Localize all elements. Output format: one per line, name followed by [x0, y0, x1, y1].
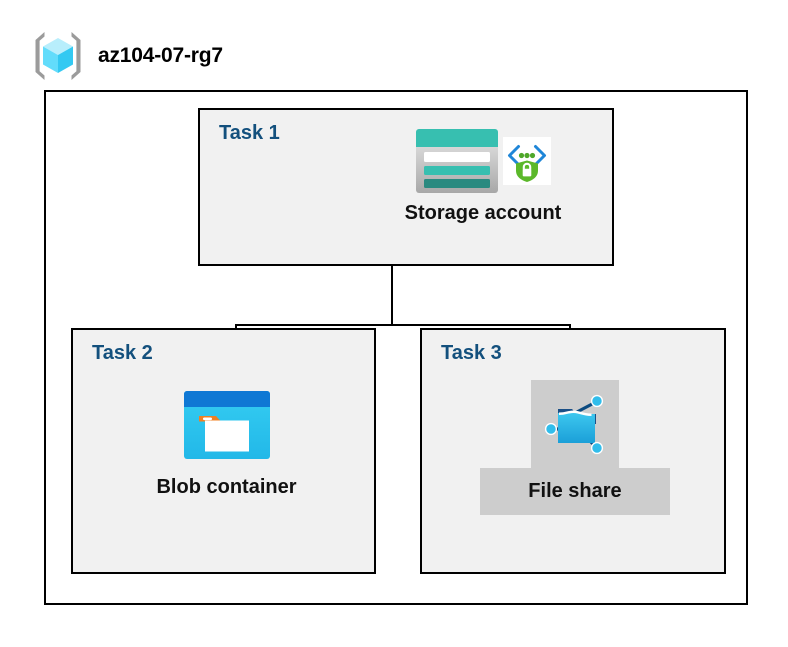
blob-container-icon: [183, 391, 270, 459]
blob-container-caption: Blob container: [156, 476, 297, 498]
resource-group-header: az104-07-rg7: [30, 28, 370, 84]
node-file-share[interactable]: File share: [480, 380, 670, 515]
node-blob-container[interactable]: Blob container: [119, 390, 334, 499]
file-share-folder-icon: [544, 394, 604, 455]
file-share-label-plate: File share: [480, 468, 670, 515]
task-2-label: Task 2: [92, 342, 153, 364]
resource-group-name: az104-07-rg7: [98, 44, 223, 67]
task-1-label: Task 1: [219, 122, 280, 144]
task-3-label: Task 3: [441, 342, 502, 364]
storage-account-icon-row: [415, 124, 551, 198]
resource-group-cube-icon: [35, 32, 81, 80]
file-share-icon-plate: [531, 380, 619, 468]
storage-account-caption: Storage account: [404, 202, 562, 224]
storage-account-icon: [416, 129, 498, 193]
secure-endpoint-shield-icon: [503, 137, 551, 185]
file-share-caption: File share: [528, 480, 622, 502]
task-panel-2[interactable]: Task 2 Blob container: [71, 328, 376, 574]
node-storage-account[interactable]: Storage account: [348, 124, 618, 225]
task-panel-3[interactable]: Task 3: [420, 328, 726, 574]
task-panel-1[interactable]: Task 1: [198, 108, 614, 266]
